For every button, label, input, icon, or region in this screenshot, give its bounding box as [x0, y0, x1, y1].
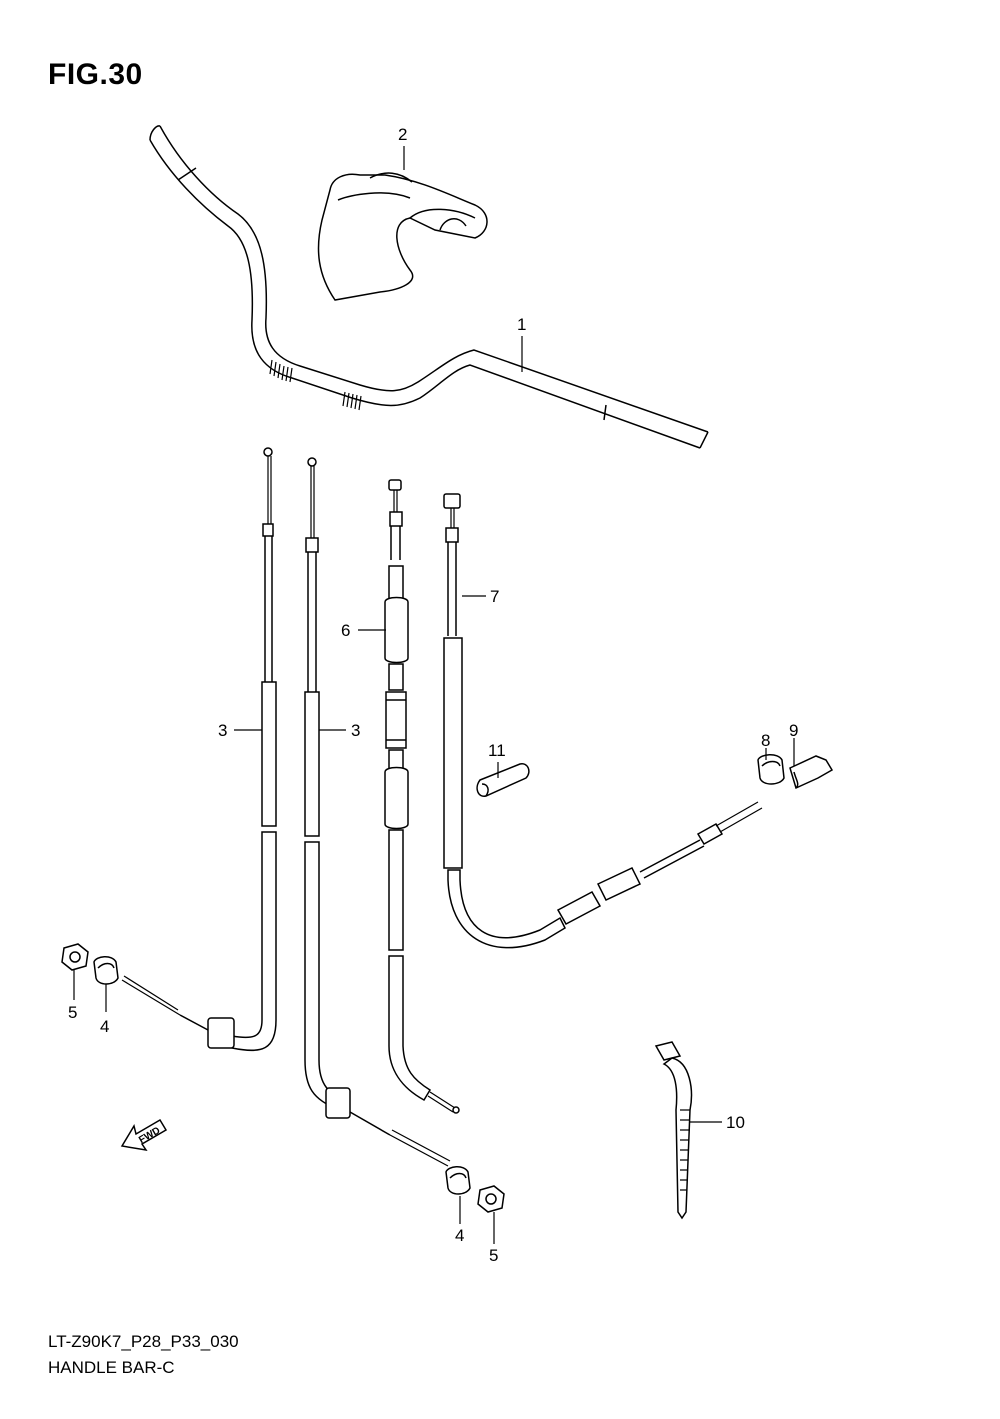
- callout-3-right: 3: [351, 721, 360, 740]
- fitting-9: [789, 755, 834, 790]
- callout-10: 10: [726, 1113, 745, 1132]
- figure-name: HANDLE BAR-C: [48, 1358, 175, 1377]
- callout-4-right: 4: [455, 1226, 464, 1245]
- callout-2: 2: [398, 125, 407, 144]
- callout-7: 7: [490, 587, 499, 606]
- callout-numbers: 1 2 3 3 4 4 5 5 6 7 8 9 10 11: [68, 125, 798, 1265]
- callout-9: 9: [789, 721, 798, 740]
- callout-11: 11: [488, 741, 506, 760]
- callout-6: 6: [341, 621, 350, 640]
- cable-7: [443, 493, 763, 949]
- callout-8: 8: [761, 731, 770, 750]
- callout-5-left: 5: [68, 1003, 77, 1022]
- tube-11: [476, 763, 530, 797]
- cable-6: [384, 479, 460, 1114]
- adjuster-4-left: [93, 956, 119, 985]
- callout-1: 1: [517, 315, 526, 334]
- callout-3-left: 3: [218, 721, 227, 740]
- fwd-label: FWD: [137, 1125, 162, 1146]
- handlebar: [149, 125, 709, 449]
- adjuster-4-right: [445, 1166, 471, 1195]
- leader-lines: [73, 146, 795, 1244]
- cable-tie-10: [654, 1041, 693, 1220]
- figure-title: FIG.30: [48, 58, 143, 91]
- cable-3-left: [121, 447, 277, 1052]
- callout-5-right: 5: [489, 1246, 498, 1265]
- nut-5-left: [61, 943, 89, 971]
- callout-4-left: 4: [100, 1017, 109, 1036]
- figure-code: LT-Z90K7_P28_P33_030: [48, 1332, 239, 1351]
- adjuster-8: [757, 754, 785, 785]
- handlebar-cover: [317, 172, 488, 301]
- cable-3-center: [304, 457, 451, 1167]
- forward-arrow-icon: FWD: [120, 1118, 168, 1152]
- nut-5-right: [477, 1185, 505, 1213]
